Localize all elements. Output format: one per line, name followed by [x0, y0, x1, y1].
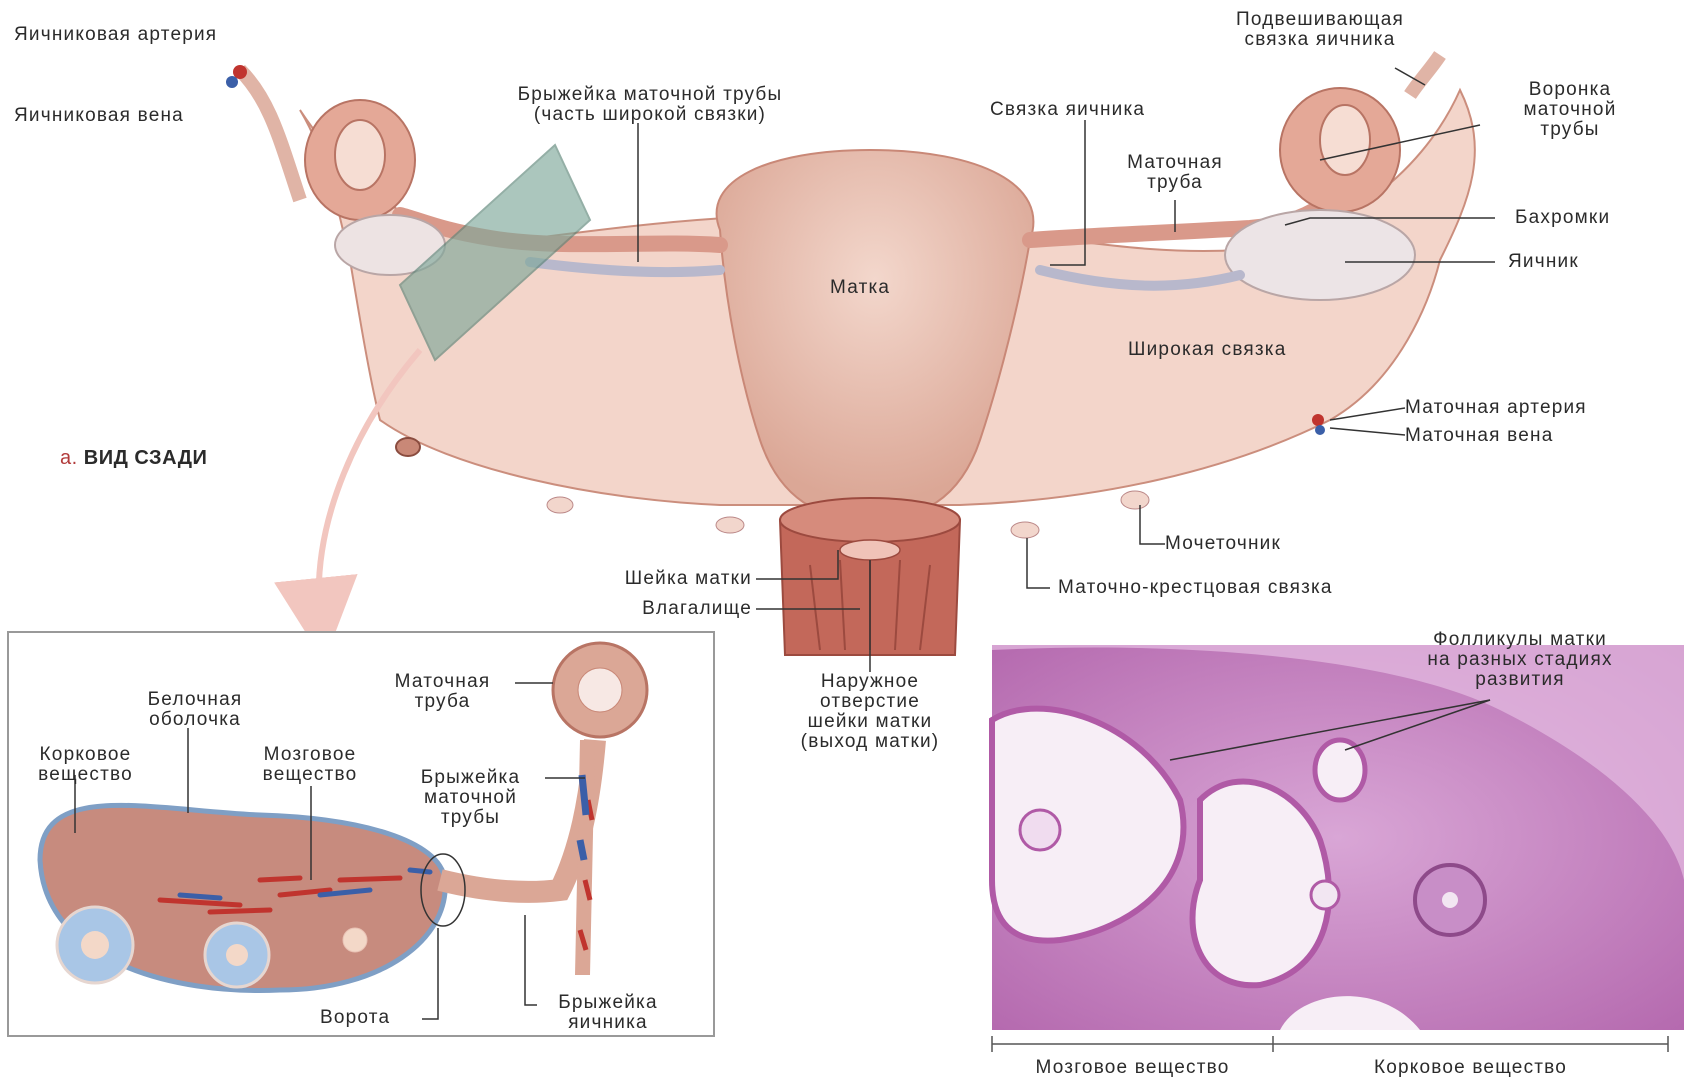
label-uterosacral-ligament: Маточно-крестцовая связка: [1058, 578, 1333, 598]
micro-label-cortex: Корковое вещество: [1273, 1058, 1668, 1078]
micro-label-follicles: Фолликулы матки на разных стадиях развит…: [1390, 630, 1650, 690]
inset-label-uterine-tube: Маточная труба: [370, 672, 515, 712]
view-title: ВИД СЗАДИ: [84, 447, 208, 469]
label-uterine-tube: Маточная труба: [1100, 153, 1250, 193]
label-ovarian-artery: Яичниковая артерия: [14, 25, 217, 45]
label-ovarian-vein: Яичниковая вена: [14, 106, 184, 126]
label-ureter: Мочеточник: [1165, 534, 1281, 554]
inset-label-hilum: Ворота: [320, 1008, 390, 1028]
label-infundibulum: Воронка маточной трубы: [1490, 80, 1650, 140]
label-external-os: Наружное отверстие шейки матки (выход ма…: [760, 672, 980, 752]
view-letter: а.: [60, 447, 78, 469]
right-ovary: [1225, 210, 1415, 300]
micro-label-medulla: Мозговое вещество: [992, 1058, 1273, 1078]
inset-label-tunica-albuginea: Белочная оболочка: [125, 690, 265, 730]
label-broad-ligament: Широкая связка: [1128, 340, 1287, 360]
label-mesosalpinx: Брыжейка маточной трубы (часть широкой с…: [470, 85, 830, 125]
label-uterine-artery: Маточная артерия: [1405, 398, 1587, 418]
inset-label-mesovarium: Брыжейка яичника: [538, 993, 678, 1033]
inset-label-mesosalpinx: Брыжейка маточной трубы: [398, 768, 543, 828]
label-vagina: Влагалище: [530, 599, 752, 619]
label-uterus: Матка: [830, 278, 890, 298]
label-suspensory-ligament: Подвешивающая связка яичника: [1190, 10, 1450, 50]
label-cervix: Шейка матки: [530, 569, 752, 589]
inset-label-cortex: Корковое вещество: [18, 745, 153, 785]
label-fimbriae: Бахромки: [1515, 208, 1610, 228]
label-ovarian-ligament: Связка яичника: [990, 100, 1145, 120]
view-caption: а. ВИД СЗАДИ: [60, 447, 207, 470]
label-ovary: Яичник: [1508, 252, 1579, 272]
scale-bar: [992, 1036, 1668, 1052]
label-uterine-vein: Маточная вена: [1405, 426, 1553, 446]
inset-label-medulla: Мозговое вещество: [240, 745, 380, 785]
